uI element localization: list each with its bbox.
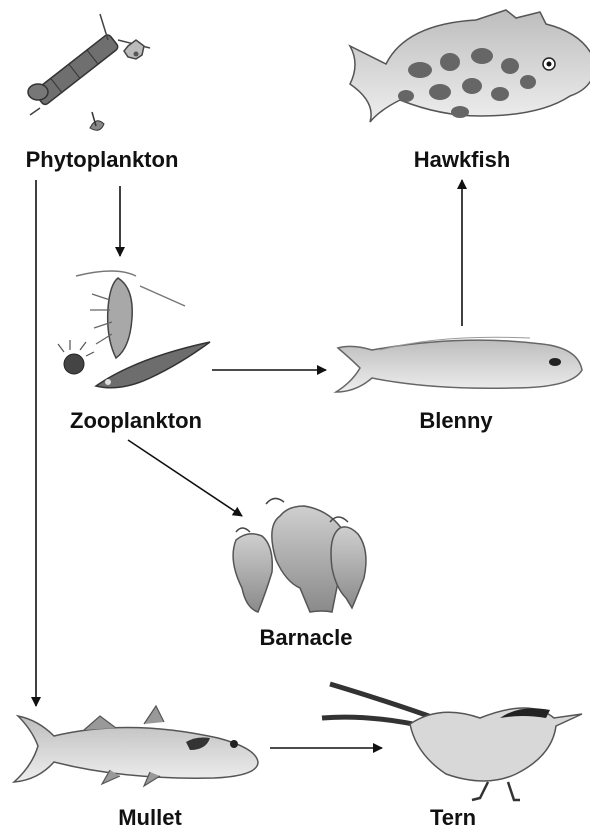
label-phytoplankton: Phytoplankton	[26, 147, 179, 172]
hawkfish-illustration	[350, 10, 590, 122]
label-mullet: Mullet	[118, 805, 182, 830]
label-zooplankton: Zooplankton	[70, 408, 202, 433]
phytoplankton-illustration	[28, 14, 150, 130]
tern-illustration	[322, 684, 582, 800]
arrow-zooplankton-to-barnacle	[128, 440, 242, 516]
mullet-illustration	[14, 706, 258, 786]
blenny-illustration	[336, 337, 582, 392]
label-blenny: Blenny	[419, 408, 493, 433]
label-barnacle: Barnacle	[260, 625, 353, 650]
label-tern: Tern	[430, 805, 476, 830]
label-hawkfish: Hawkfish	[414, 147, 511, 172]
barnacle-illustration	[233, 498, 366, 612]
zooplankton-illustration	[58, 271, 210, 388]
